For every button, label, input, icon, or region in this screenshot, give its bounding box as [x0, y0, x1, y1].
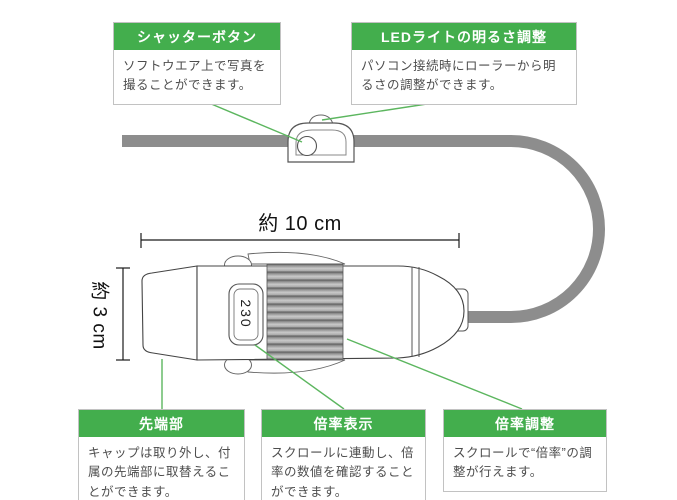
callout-shutter-button: シャッターボタン ソフトウエア上で写真を撮ることができます。 — [113, 22, 281, 105]
top-clip-arm — [247, 251, 346, 265]
height-dimension-line — [116, 267, 130, 361]
shutter-button-icon — [296, 135, 318, 157]
usb-cable — [122, 135, 605, 323]
controller-inner-outline — [295, 129, 347, 156]
callout-led-body: パソコン接続時にローラーから明るさの調整ができます。 — [361, 59, 557, 93]
pointer-shutter — [196, 97, 303, 143]
pointer-mag-display — [254, 344, 345, 410]
callout-mag-display-body: スクロールに連動し、倍率の数値を確認することができます。 — [271, 446, 415, 499]
magnification-display-inner — [233, 288, 259, 341]
callout-led-title: LEDライトの明るさ調整 — [352, 23, 576, 50]
callout-mag-display-title: 倍率表示 — [262, 410, 425, 437]
width-dimension-label: 約 10 cm — [258, 213, 342, 235]
callout-magnification-adjust: 倍率調整 スクロールで“倍率”の調整が行えます。 — [443, 409, 607, 492]
callout-shutter-title: シャッターボタン — [114, 23, 280, 50]
callout-magnification-display: 倍率表示 スクロールに連動し、倍率の数値を確認することができます。 — [261, 409, 426, 500]
width-dimension-line — [140, 233, 460, 248]
callout-tip-body: キャップは取り外し、付属の先端部に取替えることができます。 — [88, 446, 232, 499]
callout-mag-adjust-body: スクロールで“倍率”の調整が行えます。 — [453, 446, 593, 480]
front-cap — [141, 265, 198, 361]
callout-tip-title: 先端部 — [79, 410, 244, 437]
callout-tip-section: 先端部 キャップは取り外し、付属の先端部に取替えることができます。 — [78, 409, 245, 500]
callout-mag-adjust-title: 倍率調整 — [444, 410, 606, 437]
callout-shutter-body: ソフトウエア上で写真を撮ることができます。 — [123, 59, 267, 93]
callout-led-brightness: LEDライトの明るさ調整 パソコン接続時にローラーから明るさの調整ができます。 — [351, 22, 577, 105]
magnification-value: 230 — [238, 299, 254, 329]
controller-top-bump — [308, 114, 334, 125]
pointer-mag-adjust — [346, 338, 523, 410]
bottom-clip-arm — [247, 359, 346, 374]
magnification-roller — [266, 263, 344, 360]
pointer-lines — [161, 97, 523, 410]
height-dimension-label: 約 3 cm — [88, 281, 110, 350]
